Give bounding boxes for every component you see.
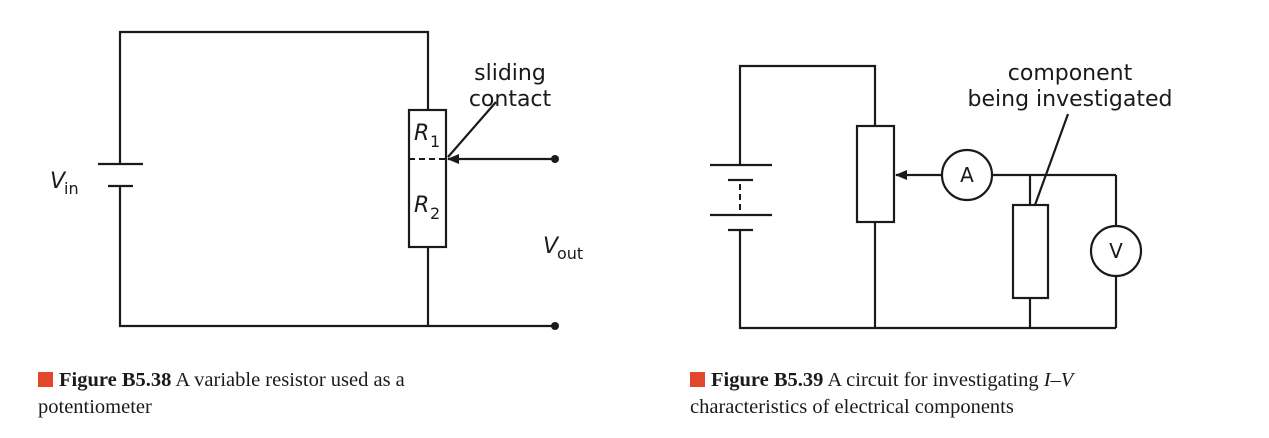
caption-marker-square — [38, 372, 53, 387]
vin-subscript: in — [64, 179, 79, 198]
output-terminal-bottom — [551, 322, 559, 330]
variable-resistor — [855, 124, 896, 224]
vin-label: V — [50, 169, 67, 194]
caption-text-line2: potentiometer — [38, 396, 152, 418]
vout-label: V — [543, 234, 560, 259]
figure-number: Figure B5.38 — [59, 369, 172, 391]
r1-subscript: 1 — [430, 132, 440, 151]
r2-subscript: 2 — [430, 204, 440, 223]
wire-bottom — [118, 186, 555, 328]
component-resistor — [1011, 203, 1050, 300]
component-label-line1: component — [1008, 61, 1133, 86]
wire-battery-bottom — [738, 230, 1116, 330]
caption-italic-i: I — [1043, 369, 1051, 391]
caption-dash: – — [1050, 369, 1061, 391]
caption-text: A circuit for investigating — [823, 369, 1044, 391]
variable-resistor — [407, 108, 448, 249]
figure-b538-caption: Figure B5.38 A variable resistor used as… — [38, 367, 478, 421]
sliding-contact-pointer — [447, 101, 497, 158]
vout-subscript: out — [557, 244, 583, 263]
potentiometer-circuit: sliding contact V in R 1 R 2 V out — [50, 30, 583, 330]
voltmeter — [1089, 224, 1143, 278]
sliding-label-line2: contact — [469, 87, 552, 112]
caption-italic-v: V — [1060, 369, 1074, 391]
r2-label: R — [414, 193, 429, 218]
caption-marker-square — [690, 372, 705, 387]
component-label-pointer — [1033, 113, 1070, 206]
wire-top-left — [118, 30, 430, 164]
iv-investigation-circuit: A V component being investigated — [710, 61, 1173, 330]
r1-label: R — [414, 121, 429, 146]
ammeter-label: A — [960, 163, 974, 187]
figure-b539-caption: Figure B5.39 A circuit for investigating… — [690, 367, 1250, 421]
component-label-line2: being investigated — [968, 87, 1173, 112]
figure-number: Figure B5.39 — [711, 369, 824, 391]
wire-battery-top — [738, 64, 877, 165]
voltmeter-label: V — [1109, 239, 1123, 263]
output-terminal-top — [551, 155, 559, 163]
caption-text: A variable resistor used as a — [171, 369, 405, 391]
sliding-label-line1: sliding — [474, 61, 546, 86]
caption-text-line2: characteristics of electrical components — [690, 396, 1014, 418]
